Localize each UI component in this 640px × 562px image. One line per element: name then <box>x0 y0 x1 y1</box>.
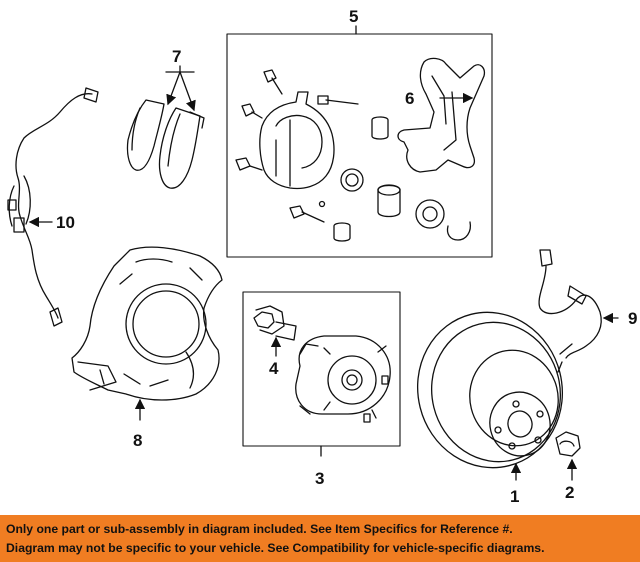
callout-10: 10 <box>56 213 75 232</box>
brake-hose <box>538 249 602 373</box>
abs-sensor-wire <box>7 87 99 327</box>
caliper-components <box>235 69 472 242</box>
callout-5: 5 <box>349 7 358 26</box>
hub-bearing <box>295 335 391 423</box>
callout-1: 1 <box>510 487 519 506</box>
leader-7a <box>166 71 181 106</box>
disclaimer-banner: Only one part or sub-assembly in diagram… <box>0 515 640 562</box>
caliper-kit-box <box>226 33 493 258</box>
callout-7: 7 <box>172 47 181 66</box>
hub-box <box>242 291 401 447</box>
callout-8: 8 <box>133 431 142 450</box>
callout-3: 3 <box>315 469 324 488</box>
leader-7b <box>179 71 196 112</box>
brake-assembly-diagram: 5 7 6 10 9 4 8 3 2 1 <box>7 7 637 506</box>
lug-nut <box>555 431 581 457</box>
callout-6: 6 <box>405 89 414 108</box>
brake-pads <box>126 99 205 189</box>
caliper-bracket <box>397 57 486 173</box>
dust-shield <box>71 246 223 401</box>
disclaimer-line-1: Only one part or sub-assembly in diagram… <box>6 522 513 536</box>
callout-2: 2 <box>565 483 574 502</box>
hub-bolt <box>253 305 297 341</box>
brake-rotor <box>416 311 564 469</box>
callout-4: 4 <box>269 359 279 378</box>
callout-9: 9 <box>628 309 637 328</box>
disclaimer-line-2: Diagram may not be specific to your vehi… <box>6 541 545 555</box>
